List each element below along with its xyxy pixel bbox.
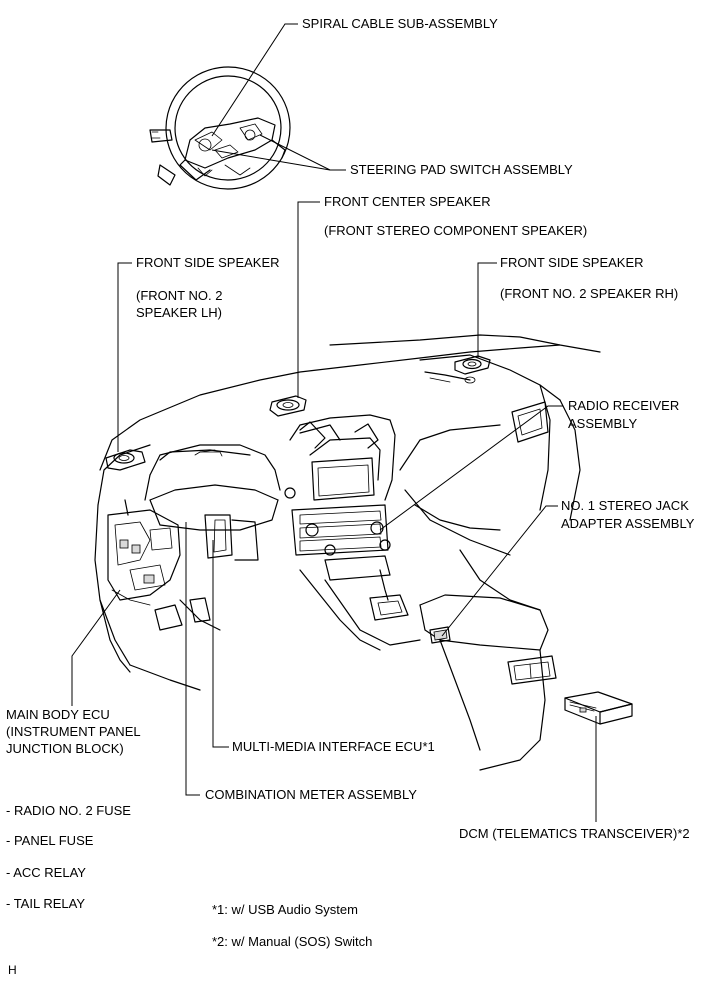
fuse-list-item: - PANEL FUSE <box>6 833 94 848</box>
label-front-side-speaker-lh: FRONT SIDE SPEAKER <box>136 255 280 270</box>
label-dcm: DCM (TELEMATICS TRANSCEIVER)*2 <box>459 826 690 841</box>
label-main-body-ecu-1: MAIN BODY ECU <box>6 707 110 722</box>
label-main-body-ecu-3: JUNCTION BLOCK) <box>6 741 124 756</box>
label-main-body-ecu-2: (INSTRUMENT PANEL <box>6 724 141 739</box>
label-multimedia-ecu: MULTI-MEDIA INTERFACE ECU*1 <box>232 739 435 754</box>
speaker-center-icon <box>199 395 307 453</box>
label-radio-receiver-2: ASSEMBLY <box>568 416 638 431</box>
fuse-list-item: - RADIO NO. 2 FUSE <box>6 803 131 818</box>
label-front-side-speaker-rh: FRONT SIDE SPEAKER <box>500 255 644 270</box>
fuse-list-item: - ACC RELAY <box>6 865 86 880</box>
leader-lines <box>71 23 597 822</box>
label-front-center-speaker: FRONT CENTER SPEAKER <box>324 194 491 209</box>
label-stereo-jack-2: ADAPTER ASSEMBLY <box>561 516 695 531</box>
dcm-unit-icon <box>564 691 633 725</box>
label-front-side-speaker-rh-sub: (FRONT NO. 2 SPEAKER RH) <box>500 286 679 301</box>
speaker-lh-icon <box>105 449 146 471</box>
dashboard-icon <box>94 334 601 771</box>
label-spiral-cable: SPIRAL CABLE SUB-ASSEMBLY <box>302 16 498 31</box>
footnote-2: *2: w/ Manual (SOS) Switch <box>212 934 373 949</box>
label-front-side-speaker-lh-sub2: SPEAKER LH) <box>136 305 222 320</box>
footnote-1: *1: w/ USB Audio System <box>212 902 358 917</box>
label-stereo-jack-1: NO. 1 STEREO JACK <box>561 498 689 513</box>
steering-wheel-icon <box>149 66 291 190</box>
speaker-rh-icon <box>424 355 491 384</box>
fuse-list-item: - TAIL RELAY <box>6 896 85 911</box>
label-radio-receiver-1: RADIO RECEIVER <box>568 398 680 413</box>
label-front-side-speaker-lh-sub1: (FRONT NO. 2 <box>136 288 223 303</box>
label-steering-pad: STEERING PAD SWITCH ASSEMBLY <box>350 162 573 177</box>
corner-mark: H <box>8 963 17 977</box>
label-combination-meter: COMBINATION METER ASSEMBLY <box>205 787 417 802</box>
label-front-center-speaker-sub: (FRONT STEREO COMPONENT SPEAKER) <box>324 223 588 238</box>
